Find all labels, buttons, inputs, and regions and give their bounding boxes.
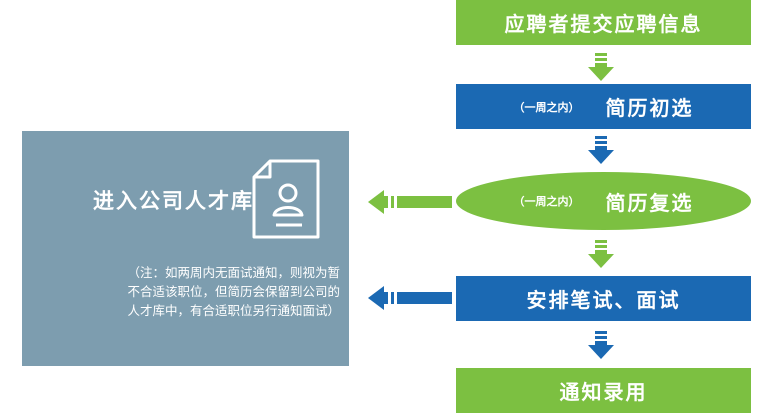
down-arrow-icon <box>588 136 614 164</box>
step-notify-hire-title: 通知录用 <box>559 380 648 404</box>
talent-pool-title: 进入公司人才库 <box>93 189 254 213</box>
document-person-icon <box>252 159 320 239</box>
step-resume-screening: （一周之内） 简历初选 <box>456 84 751 129</box>
step-arrange-exams-title: 安排笔试、面试 <box>526 288 681 312</box>
step-arrange-exams: 安排笔试、面试 <box>456 276 751 321</box>
step-resume-review: （一周之内） 简历复选 <box>456 172 751 230</box>
step-resume-screening-title: 简历初选 <box>605 96 694 120</box>
step-notify-hire: 通知录用 <box>456 368 751 413</box>
talent-pool-note-line: 人才库中，有合适职位另行通知面试） <box>127 303 340 318</box>
step-resume-review-title: 简历复选 <box>605 190 694 215</box>
talent-pool-note: （注：如两周内无面试通知，则视为暂 不合适该职位，但简历会保留到公司的 人才库中… <box>22 263 340 320</box>
talent-pool-panel: 进入公司人才库 （注：如两周内无面试通知，则视为暂 不合适该职位，但简历会保留到… <box>22 131 349 366</box>
left-arrow-icon <box>368 190 452 214</box>
down-arrow-icon <box>588 331 614 359</box>
step-submit-application: 应聘者提交应聘信息 <box>456 0 751 45</box>
left-arrow-icon <box>368 286 452 310</box>
talent-pool-note-line: （注：如两周内无面试通知，则视为暂 <box>127 265 340 280</box>
talent-pool-note-line: 不合适该职位，但简历会保留到公司的 <box>127 284 340 299</box>
down-arrow-icon <box>588 240 614 268</box>
down-arrow-icon <box>588 53 614 81</box>
step-resume-review-note: （一周之内） <box>513 195 580 208</box>
step-resume-screening-note: （一周之内） <box>513 100 580 114</box>
step-submit-title: 应聘者提交应聘信息 <box>504 12 703 36</box>
